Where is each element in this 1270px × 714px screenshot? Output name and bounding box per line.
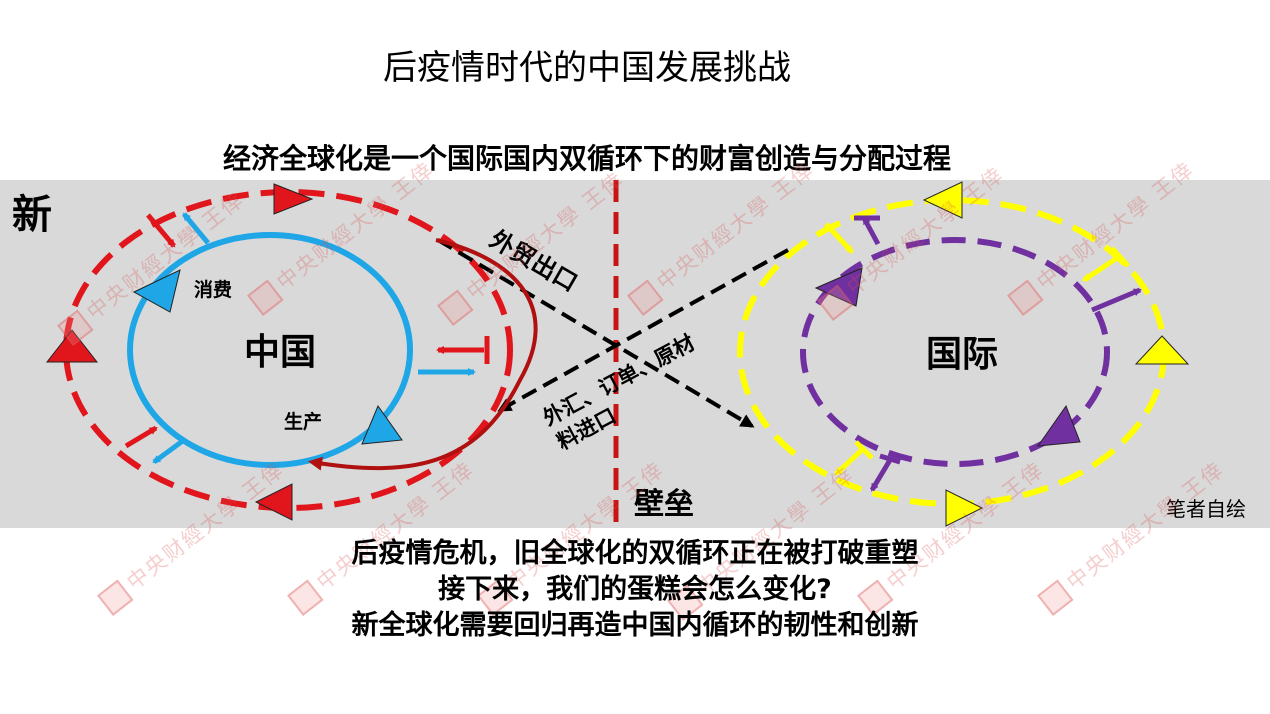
- china-inner-cycle: [127, 232, 413, 468]
- exchange-arrow: [1091, 287, 1142, 313]
- exchange-arrow: [182, 212, 210, 245]
- yellow-arrowhead: [1134, 335, 1190, 365]
- international-inner-cycle: [800, 237, 1110, 467]
- blue-arrowhead: [132, 269, 181, 313]
- exchange-arrow: [124, 425, 158, 449]
- red-arrowhead: [254, 483, 293, 521]
- international-label: 国际: [926, 334, 998, 375]
- barrier-label: 壁垒: [634, 487, 694, 522]
- page-title: 后疫情时代的中国发展挑战: [383, 48, 791, 88]
- page-subtitle: 经济全球化是一个国际国内双循环下的财富创造与分配过程: [223, 142, 952, 175]
- exchange-arrow: [861, 216, 881, 246]
- china-outer-cycle: [63, 189, 513, 511]
- stop-bar: [854, 440, 874, 460]
- conclusion-line: 接下来，我们的蛋糕会怎么变化?: [438, 574, 832, 605]
- import-flow-arrow: [497, 248, 789, 412]
- stop-bar: [1110, 246, 1130, 268]
- export-flow-arrow: [436, 238, 755, 428]
- export-label: 外贸出口: [485, 225, 582, 297]
- conclusion-line: 后疫情危机，旧全球化的双循环正在被打破重塑: [351, 538, 919, 569]
- yellow-arrowhead: [945, 489, 984, 527]
- diagram-background-band: [0, 180, 1270, 528]
- red-arrowhead: [45, 329, 99, 363]
- blue-arrowhead: [361, 404, 403, 445]
- consumption-label: 消费: [194, 278, 232, 301]
- yellow-arrowhead: [922, 181, 963, 219]
- stop-bar: [879, 453, 901, 465]
- purple-arrowhead: [1036, 404, 1081, 447]
- conclusion-block: 后疫情危机，旧全球化的双循环正在被打破重塑 接下来，我们的蛋糕会怎么变化? 新全…: [0, 536, 1270, 644]
- purple-arrowhead: [814, 267, 863, 307]
- exchange-arrow: [824, 222, 854, 254]
- exchange-arrow: [834, 446, 866, 476]
- author-note: 笔者自绘: [1166, 497, 1246, 521]
- production-label: 生产: [284, 410, 322, 433]
- exchange-arrow: [146, 213, 176, 248]
- china-feedback-loop-arrow: [308, 238, 538, 471]
- exchange-arrow: [152, 437, 186, 465]
- exchange-arrow: [1082, 253, 1122, 283]
- china-label: 中国: [244, 332, 316, 373]
- exchange-arrow: [869, 458, 893, 492]
- corner-label: 新: [12, 192, 52, 238]
- conclusion-line: 新全球化需要回归再造中国内循环的韧性和创新: [351, 610, 919, 641]
- red-arrowhead: [273, 183, 314, 215]
